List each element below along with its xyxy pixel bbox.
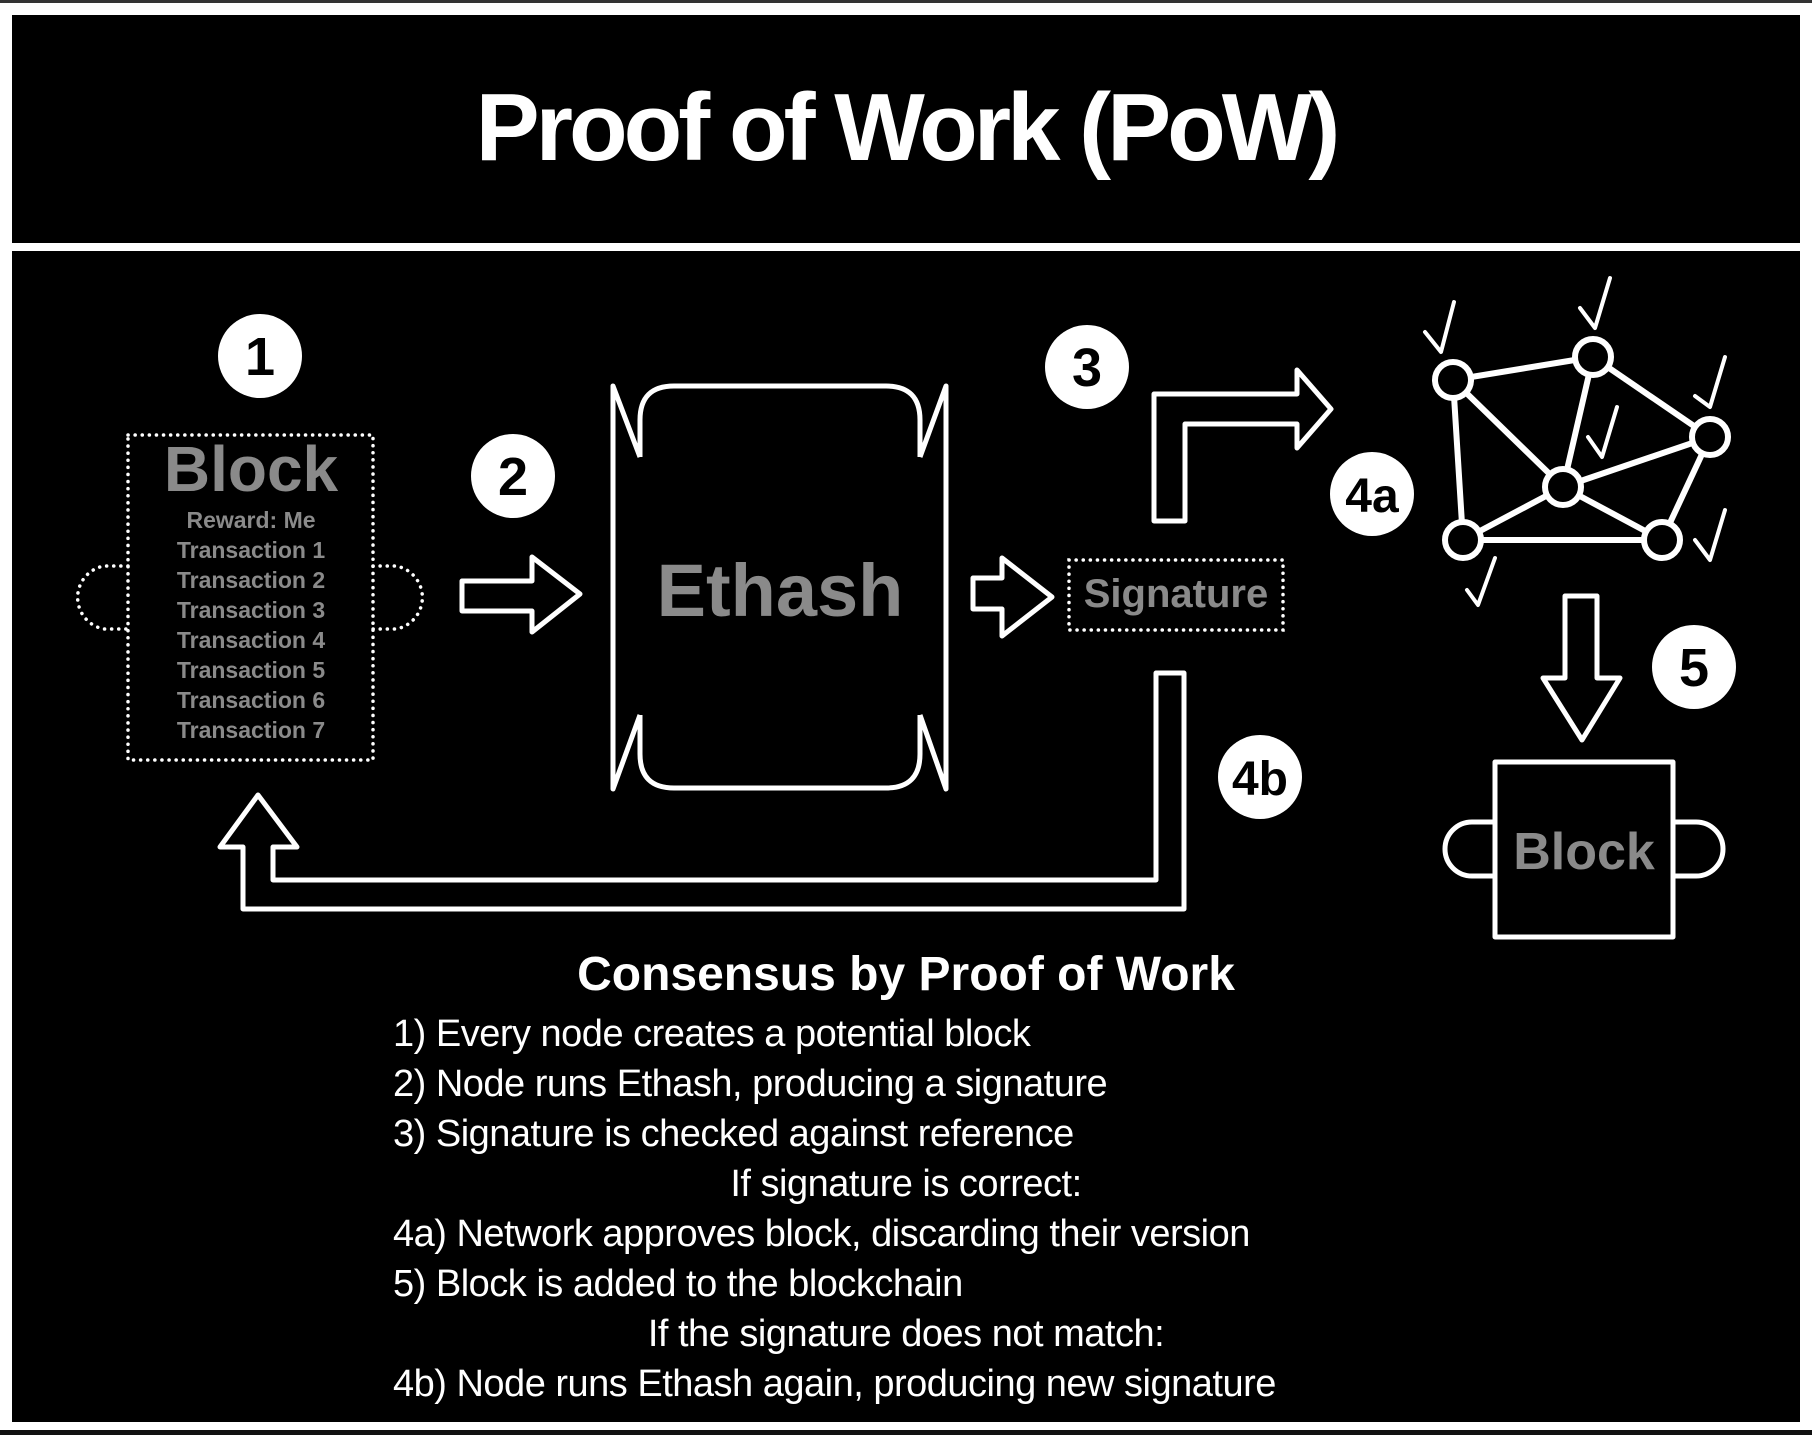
network-node xyxy=(1432,359,1474,401)
network-edge xyxy=(1560,356,1596,488)
checkmark-icon xyxy=(1693,355,1727,409)
badge-step-3-label: 3 xyxy=(1072,338,1102,398)
explanation-line: If signature is correct: xyxy=(730,1163,1081,1205)
title-panel xyxy=(12,15,1800,243)
page-title: Proof of Work (PoW) xyxy=(476,74,1337,181)
arrow-down-icon xyxy=(1540,593,1623,743)
transaction-item: Transaction 3 xyxy=(177,597,325,623)
transaction-item: Transaction 2 xyxy=(177,567,325,593)
transaction-item: Transaction 5 xyxy=(177,657,325,683)
arrow-right-icon xyxy=(970,555,1055,639)
signature-label: Signature xyxy=(1084,572,1268,616)
top-edge xyxy=(0,0,1812,3)
checkmark-icon xyxy=(1465,556,1497,607)
transaction-item: Transaction 6 xyxy=(177,687,325,713)
added-block-right-connector xyxy=(1673,819,1726,879)
candidate-block-reward: Reward: Me xyxy=(186,507,315,533)
network-node xyxy=(1641,519,1683,561)
candidate-block: Block Reward: Me Transaction 1Transactio… xyxy=(75,433,425,762)
added-block-outline xyxy=(1492,759,1676,940)
badge-step-2: 2 xyxy=(471,434,555,518)
explanation-line: If the signature does not match: xyxy=(648,1313,1164,1355)
badge-step-5: 5 xyxy=(1652,625,1736,709)
network-node xyxy=(1542,466,1584,508)
network-node xyxy=(1442,519,1484,561)
badge-step-1-label: 1 xyxy=(245,327,275,387)
explanation-line: 1) Every node creates a potential block xyxy=(393,1013,1032,1055)
arrow-up-right-icon xyxy=(1151,367,1334,524)
network-edge xyxy=(1452,354,1594,383)
network-node xyxy=(1572,336,1614,378)
network-edge xyxy=(1450,379,1466,541)
explanation-line: 3) Signature is checked against referenc… xyxy=(393,1113,1074,1155)
ethash-bottom-curve xyxy=(637,715,923,791)
arrow-return-icon xyxy=(217,670,1187,912)
candidate-block-outline xyxy=(126,433,375,762)
badge-step-4a-label: 4a xyxy=(1345,470,1399,523)
added-block-label: Block xyxy=(1513,823,1655,881)
badge-step-3: 3 xyxy=(1045,325,1129,409)
badge-step-4b-label: 4b xyxy=(1232,753,1288,806)
added-block: Block xyxy=(1442,759,1726,940)
checkmark-icon xyxy=(1423,300,1456,354)
ethash-label: Ethash xyxy=(657,549,904,632)
explanation-line: 5) Block is added to the blockchain xyxy=(393,1263,963,1305)
arrow-right-icon xyxy=(459,554,583,635)
network-node xyxy=(1689,416,1731,458)
badge-step-5-label: 5 xyxy=(1679,638,1709,698)
explanation-line: 4b) Node runs Ethash again, producing ne… xyxy=(393,1363,1276,1405)
transaction-list: Transaction 1 Transaction 2 Transaction 3 T… xyxy=(177,537,325,743)
network-edge xyxy=(1450,377,1566,490)
ethash-top-curve xyxy=(637,383,923,457)
badge-step-2-label: 2 xyxy=(498,447,528,507)
ethash-right-bracket xyxy=(917,383,949,792)
transaction-item: Transaction 4 xyxy=(177,627,325,653)
signature-outline xyxy=(1067,558,1285,632)
explanation-steps: 1) Every node creates a potential block 2… xyxy=(393,1013,1276,1405)
explanation-line: 4a) Network approves block, discarding t… xyxy=(393,1213,1250,1255)
explanation-line: 2) Node runs Ethash, producing a signatu… xyxy=(393,1063,1107,1105)
checkmark-icon xyxy=(1693,508,1727,562)
ethash-box: Ethash xyxy=(610,383,949,792)
transaction-item: Transaction 7 xyxy=(177,717,325,743)
explanation-heading: Consensus by Proof of Work xyxy=(577,948,1235,1001)
network-edge xyxy=(1591,354,1712,440)
badge-step-4a: 4a xyxy=(1330,452,1414,536)
badge-step-1: 1 xyxy=(218,314,302,398)
checkmark-icon xyxy=(1586,405,1619,459)
checkmark-icon xyxy=(1578,276,1612,330)
added-block-left-connector xyxy=(1442,819,1495,879)
signature-box: Signature xyxy=(1067,558,1285,632)
network-edge xyxy=(1562,434,1711,490)
bottom-edge xyxy=(0,1430,1812,1435)
ethash-left-bracket xyxy=(610,383,643,792)
network-graph xyxy=(1423,276,1731,607)
content-panel xyxy=(12,251,1800,1422)
transaction-item: Transaction 1 xyxy=(177,537,325,563)
badge-step-4b: 4b xyxy=(1218,735,1302,819)
candidate-block-title: Block xyxy=(164,433,339,505)
